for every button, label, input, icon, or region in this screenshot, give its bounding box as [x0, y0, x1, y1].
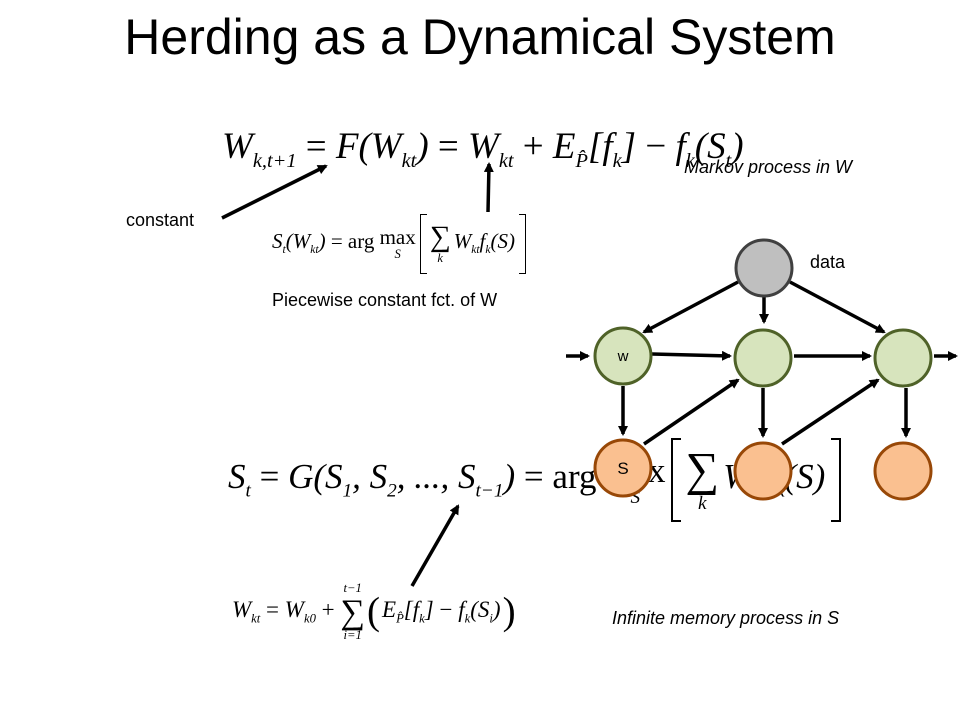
equation-weight-update: Wk,t+1 = F(Wkt) = Wkt + EP̂[fk] − fk(St)	[222, 126, 744, 173]
page-title: Herding as a Dynamical System	[124, 9, 836, 65]
data-node-label: data	[810, 252, 846, 272]
data-node	[734, 238, 794, 298]
edge-data-w1	[642, 280, 739, 334]
s-node-label: S	[617, 459, 628, 478]
edge-s2-w3	[781, 378, 880, 446]
w-node-1	[593, 326, 653, 386]
edge-s1-w2	[643, 378, 740, 446]
infinite-label: Infinite memory process in S	[612, 608, 840, 628]
edge-data-w3	[789, 280, 886, 334]
s-node-1	[593, 438, 653, 498]
equation-weight-sum: Wkt = Wk0 + t−1∑i=1 ( EP̂[fk] − fk(Si) )	[232, 581, 516, 643]
edge-w1-w2	[651, 350, 732, 361]
arrow-state-term	[483, 162, 494, 213]
arrow-weight-sum	[410, 504, 460, 587]
w-node-2	[733, 328, 793, 388]
constant-label: constant	[126, 210, 195, 230]
w-node-label: w	[617, 348, 629, 365]
markov-label: Markov process in W	[684, 157, 853, 177]
s-node-3	[873, 441, 933, 501]
w-node-3	[873, 328, 933, 388]
s-node-2	[733, 441, 793, 501]
arrow-constant	[221, 164, 328, 220]
piecewise-label: Piecewise constant fct. of W	[272, 290, 498, 310]
